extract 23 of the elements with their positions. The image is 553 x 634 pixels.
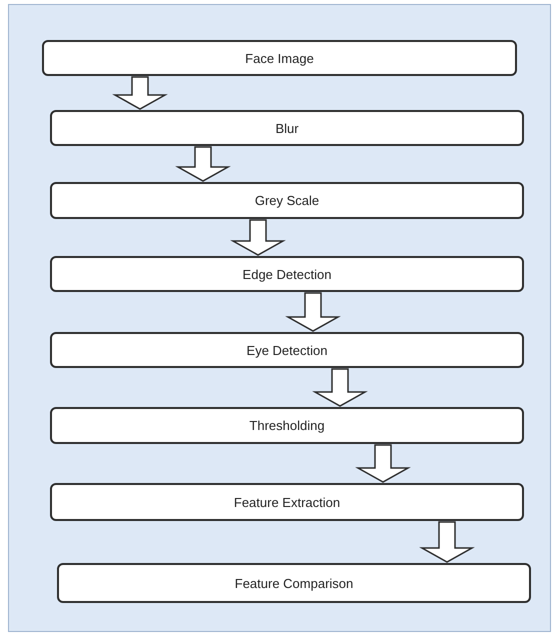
block-arrow (355, 444, 411, 483)
process-box (50, 182, 524, 219)
step-label: Face Image (245, 50, 314, 66)
process-box (50, 110, 524, 146)
step-label: Feature Comparison (234, 576, 354, 590)
step-label: Thresholding (249, 418, 325, 433)
process-box (50, 256, 524, 292)
process-box (50, 332, 524, 368)
process-box (50, 407, 524, 444)
block-arrow (175, 146, 231, 182)
process-box (42, 40, 517, 76)
step-label: Eye Detection (246, 342, 328, 358)
process-box (50, 483, 524, 521)
block-arrow (312, 368, 368, 407)
block-arrow (230, 219, 286, 256)
step-label: Edge Detection (242, 266, 332, 282)
step-label: Grey Scale (254, 193, 320, 208)
step-label: Blur (275, 120, 299, 136)
block-arrow (285, 292, 341, 332)
block-arrow (112, 76, 168, 110)
block-arrow (419, 521, 475, 563)
step-label: Feature Extraction (234, 494, 340, 510)
process-box (57, 563, 531, 603)
